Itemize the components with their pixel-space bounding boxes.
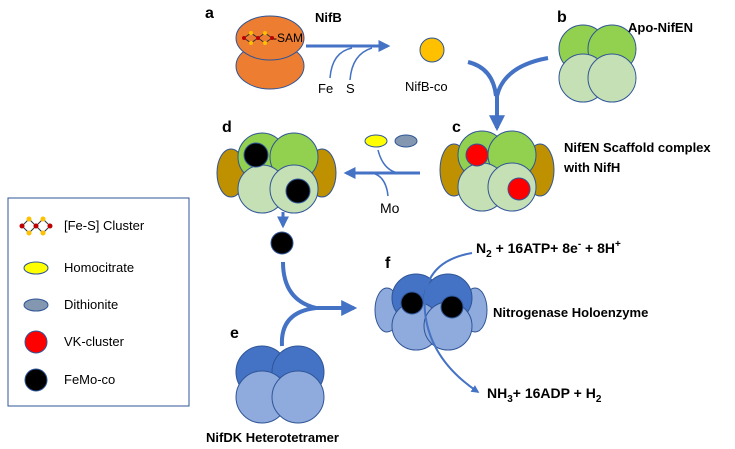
s-input-curve bbox=[349, 47, 373, 81]
panel-label-a: a bbox=[205, 5, 214, 22]
nifen-femo-complex bbox=[216, 132, 337, 214]
femo-co-in-holo-2 bbox=[440, 295, 464, 319]
nifdk-heterotetramer bbox=[235, 345, 325, 424]
vk-cluster-2 bbox=[507, 177, 531, 201]
apo-nifen-protein bbox=[558, 24, 637, 103]
products-equation: NH3+ 16ADP + H2 bbox=[487, 385, 602, 405]
legend-dithionite-icon bbox=[23, 298, 49, 312]
panel-label-f: f bbox=[385, 255, 391, 272]
holoenzyme-label: Nitrogenase Holoenzyme bbox=[493, 305, 648, 320]
reaction-arrow bbox=[423, 252, 480, 393]
s-label: S bbox=[346, 81, 355, 96]
scaffold-label-line1: NifEN Scaffold complex bbox=[564, 140, 711, 155]
legend-vk-cluster-icon bbox=[24, 330, 48, 354]
panel-label-b: b bbox=[557, 9, 567, 26]
apo-nifen-label: Apo-NifEN bbox=[628, 20, 693, 35]
merge-arrow-nifdk bbox=[279, 306, 317, 347]
femo-co-in-nifen-1 bbox=[243, 142, 269, 168]
femo-co-in-nifen-2 bbox=[285, 178, 311, 204]
nifb-co-cofactor bbox=[419, 37, 445, 63]
legend-label-homocitrate: Homocitrate bbox=[64, 260, 134, 275]
nitrogenase-holoenzyme bbox=[374, 273, 488, 351]
merge-arrow-femoco bbox=[281, 261, 317, 310]
nifb-co-label: NifB-co bbox=[405, 79, 448, 94]
reactants-equation: N2 + 16ATP+ 8e- + 8H+ bbox=[476, 239, 621, 260]
fe-input-curve bbox=[329, 47, 353, 79]
fes-cluster-icon bbox=[242, 31, 274, 45]
legend: [Fe-S] Cluster Homocitrate Dithionite VK… bbox=[7, 197, 190, 407]
panel-label-e: e bbox=[230, 325, 239, 342]
mo-label: Mo bbox=[380, 200, 400, 216]
femo-co-in-holo-1 bbox=[400, 291, 424, 315]
nifb-protein bbox=[235, 15, 305, 90]
dithionite-icon bbox=[394, 134, 418, 148]
legend-label-femo-co: FeMo-co bbox=[64, 372, 115, 387]
merge-arrow-right bbox=[495, 56, 549, 97]
homocitrate-icon bbox=[364, 134, 388, 148]
sam-label: -SAM bbox=[273, 31, 303, 45]
legend-label-vk-cluster: VK-cluster bbox=[64, 334, 125, 349]
panel-label-d: d bbox=[222, 119, 232, 136]
fe-label: Fe bbox=[318, 81, 333, 96]
nifb-label: NifB bbox=[315, 10, 342, 25]
vk-cluster-1 bbox=[465, 143, 489, 167]
homocitrate-input-curve bbox=[377, 149, 399, 174]
legend-fes-cluster-icon bbox=[19, 216, 53, 236]
panel-label-c: c bbox=[452, 119, 461, 136]
legend-label-dithionite: Dithionite bbox=[64, 297, 118, 312]
mo-input-curve bbox=[371, 172, 389, 197]
nifdk-label: NifDK Heterotetramer bbox=[206, 430, 339, 445]
legend-femo-co-icon bbox=[24, 368, 48, 392]
legend-homocitrate-icon bbox=[23, 261, 49, 275]
scaffold-label-line2: with NifH bbox=[563, 160, 620, 175]
nifen-scaffold-complex bbox=[439, 130, 555, 212]
free-femo-co bbox=[270, 231, 294, 255]
legend-label-fes: [Fe-S] Cluster bbox=[64, 218, 145, 233]
merge-arrow-left bbox=[467, 60, 498, 97]
